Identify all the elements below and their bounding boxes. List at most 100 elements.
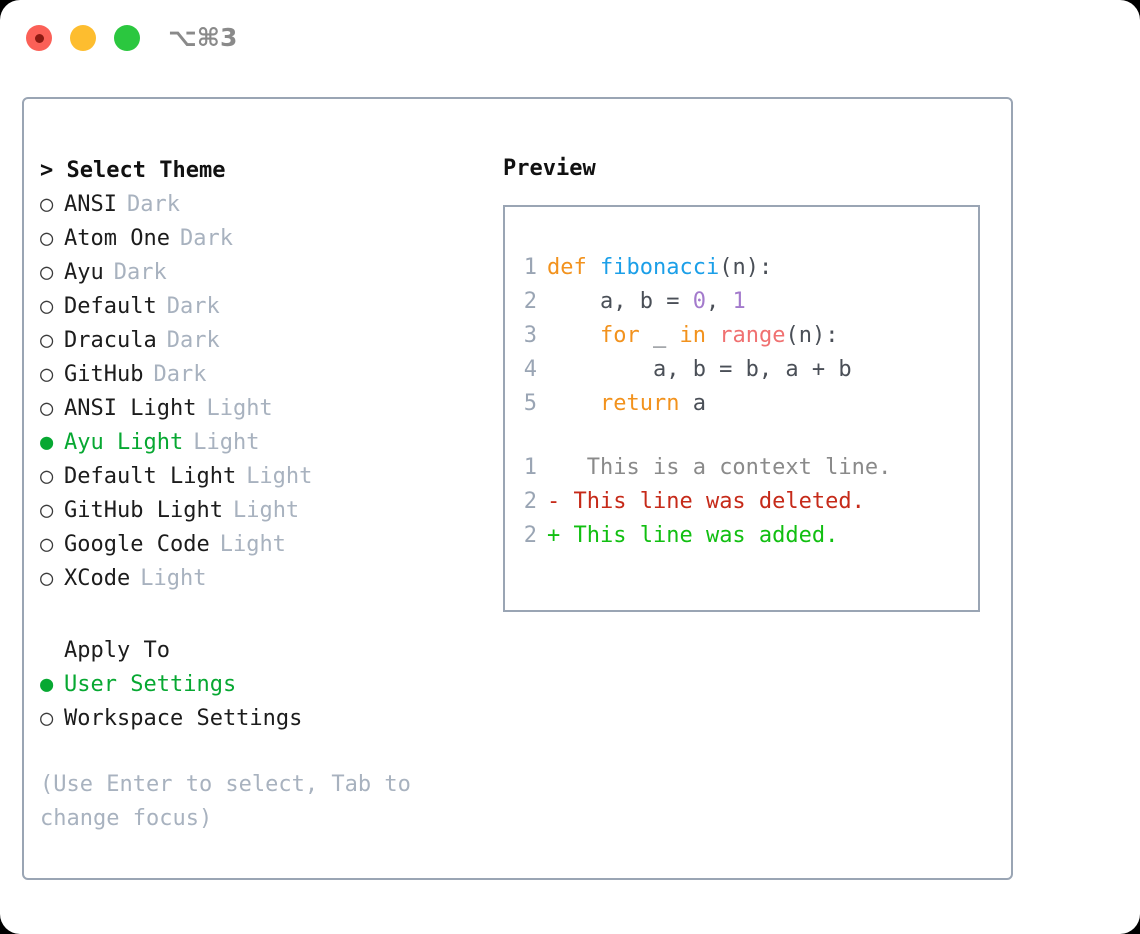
theme-option-variant: Light [232, 498, 300, 523]
code-token-plain: (n): [785, 323, 839, 348]
line-number: 2 [523, 289, 537, 314]
theme-option-label: ANSI [64, 192, 117, 217]
line-number: 2 [523, 489, 537, 514]
theme-option-variant: Light [193, 430, 260, 455]
code-token-keyword: return [599, 391, 680, 416]
line-number: 4 [523, 357, 537, 382]
diff-text: This line was added. [560, 523, 839, 548]
code-token-plain: (n): [719, 255, 773, 280]
preview-code-panel: 1 def fibonacci (n): 2 a, b = 0 , 1 3 fo [503, 205, 980, 612]
select-theme-heading-label: Select Theme [66, 158, 226, 183]
theme-option-variant: Light [219, 532, 286, 557]
radio-off-icon: ○ [40, 328, 54, 353]
theme-option-label: Default [64, 294, 157, 319]
radio-off-icon: ○ [40, 498, 54, 523]
radio-off-icon: ○ [40, 706, 54, 731]
keyboard-hint-text: (Use Enter to select, Tab to change focu… [40, 772, 411, 831]
code-token-plain: a, b = b, a + b [547, 357, 852, 382]
radio-off-icon: ○ [40, 192, 54, 217]
radio-off-icon: ○ [40, 566, 54, 591]
code-token-number: 1 [732, 289, 746, 314]
theme-option-ayu-light[interactable]: ● Ayu Light Light [40, 426, 490, 460]
section-divider-space [40, 596, 490, 634]
line-number: 1 [523, 455, 537, 480]
radio-off-icon: ○ [40, 226, 54, 251]
diff-text: This is a context line. [560, 455, 892, 480]
theme-option-default-light[interactable]: ○ Default Light Light [40, 460, 490, 494]
select-theme-heading: > Select Theme [40, 154, 490, 188]
settings-card: > Select Theme ○ ANSI Dark ○ Atom One Da… [22, 97, 1013, 880]
diff-sign [547, 451, 560, 485]
diff-line-context: 1 This is a context line. [505, 451, 978, 485]
diff-line-added: 2 + This line was added. [505, 519, 978, 553]
code-token-function: fibonacci [599, 255, 720, 280]
radio-on-icon: ● [40, 430, 54, 455]
apply-to-heading: Apply To [64, 638, 170, 663]
theme-option-label: GitHub Light [64, 498, 223, 523]
theme-option-ansi-light[interactable]: ○ ANSI Light Light [40, 392, 490, 426]
apply-to-option-label: User Settings [64, 672, 237, 697]
line-number: 1 [523, 255, 537, 280]
radio-on-icon: ● [40, 672, 54, 697]
code-blank-line [505, 421, 978, 451]
theme-option-variant: Light [206, 396, 273, 421]
code-token-plain: a, b = [547, 289, 693, 314]
code-line: 5 return a [505, 387, 978, 421]
radio-off-icon: ○ [40, 464, 54, 489]
theme-option-label: XCode [64, 566, 131, 591]
theme-option-xcode[interactable]: ○ XCode Light [40, 562, 490, 596]
theme-picker-column: > Select Theme ○ ANSI Dark ○ Atom One Da… [40, 154, 490, 836]
theme-option-variant: Light [246, 464, 313, 489]
code-line: 2 a, b = 0 , 1 [505, 285, 978, 319]
prompt-caret: > [40, 158, 54, 183]
close-button[interactable] [26, 25, 52, 51]
theme-option-variant: Dark [126, 192, 180, 217]
theme-option-google-code[interactable]: ○ Google Code Light [40, 528, 490, 562]
apply-to-option-user-settings[interactable]: ● User Settings [40, 668, 490, 702]
theme-option-github[interactable]: ○ GitHub Dark [40, 358, 490, 392]
code-token-number: 0 [692, 289, 706, 314]
theme-option-variant: Dark [153, 362, 207, 387]
minimize-button[interactable] [70, 25, 96, 51]
code-line: 4 a, b = b, a + b [505, 353, 978, 387]
apply-to-option-workspace-settings[interactable]: ○ Workspace Settings [40, 702, 490, 736]
theme-option-dracula[interactable]: ○ Dracula Dark [40, 324, 490, 358]
theme-option-default[interactable]: ○ Default Dark [40, 290, 490, 324]
radio-off-icon: ○ [40, 260, 54, 285]
diff-sign: + [547, 523, 561, 548]
code-token-plain [547, 387, 600, 421]
apply-to-option-label: Workspace Settings [64, 706, 303, 731]
code-token-keyword: for [599, 323, 640, 348]
line-number: 3 [523, 323, 537, 348]
preview-column: Preview 1 def fibonacci (n): 2 a, b = 0 … [503, 154, 1003, 612]
theme-option-variant: Dark [166, 294, 220, 319]
code-line: 3 for _ in range (n): [505, 319, 978, 353]
theme-option-label: Ayu Light [64, 430, 184, 455]
code-token-keyword: def [547, 255, 600, 280]
theme-option-atom-one[interactable]: ○ Atom One Dark [40, 222, 490, 256]
theme-option-variant: Dark [113, 260, 167, 285]
code-token-builtin: range [719, 323, 786, 348]
preview-heading: Preview [503, 156, 596, 181]
code-token-plain: a [679, 391, 706, 416]
theme-option-ansi[interactable]: ○ ANSI Dark [40, 188, 490, 222]
code-token-plain [547, 319, 600, 353]
theme-option-label: Default Light [64, 464, 237, 489]
radio-off-icon: ○ [40, 294, 54, 319]
diff-sign: - [547, 489, 561, 514]
diff-line-deleted: 2 - This line was deleted. [505, 485, 978, 519]
traffic-light-group [26, 25, 140, 51]
line-number: 5 [523, 391, 537, 416]
radio-off-icon: ○ [40, 362, 54, 387]
theme-option-label: Dracula [64, 328, 157, 353]
code-token-plain: _ [639, 323, 680, 348]
theme-option-github-light[interactable]: ○ GitHub Light Light [40, 494, 490, 528]
maximize-button[interactable] [114, 25, 140, 51]
code-token-plain: , [705, 289, 733, 314]
theme-option-label: GitHub [64, 362, 144, 387]
theme-option-ayu[interactable]: ○ Ayu Dark [40, 256, 490, 290]
diff-text: This line was deleted. [560, 489, 865, 514]
code-token-plain [706, 319, 719, 353]
theme-option-label: ANSI Light [64, 396, 197, 421]
